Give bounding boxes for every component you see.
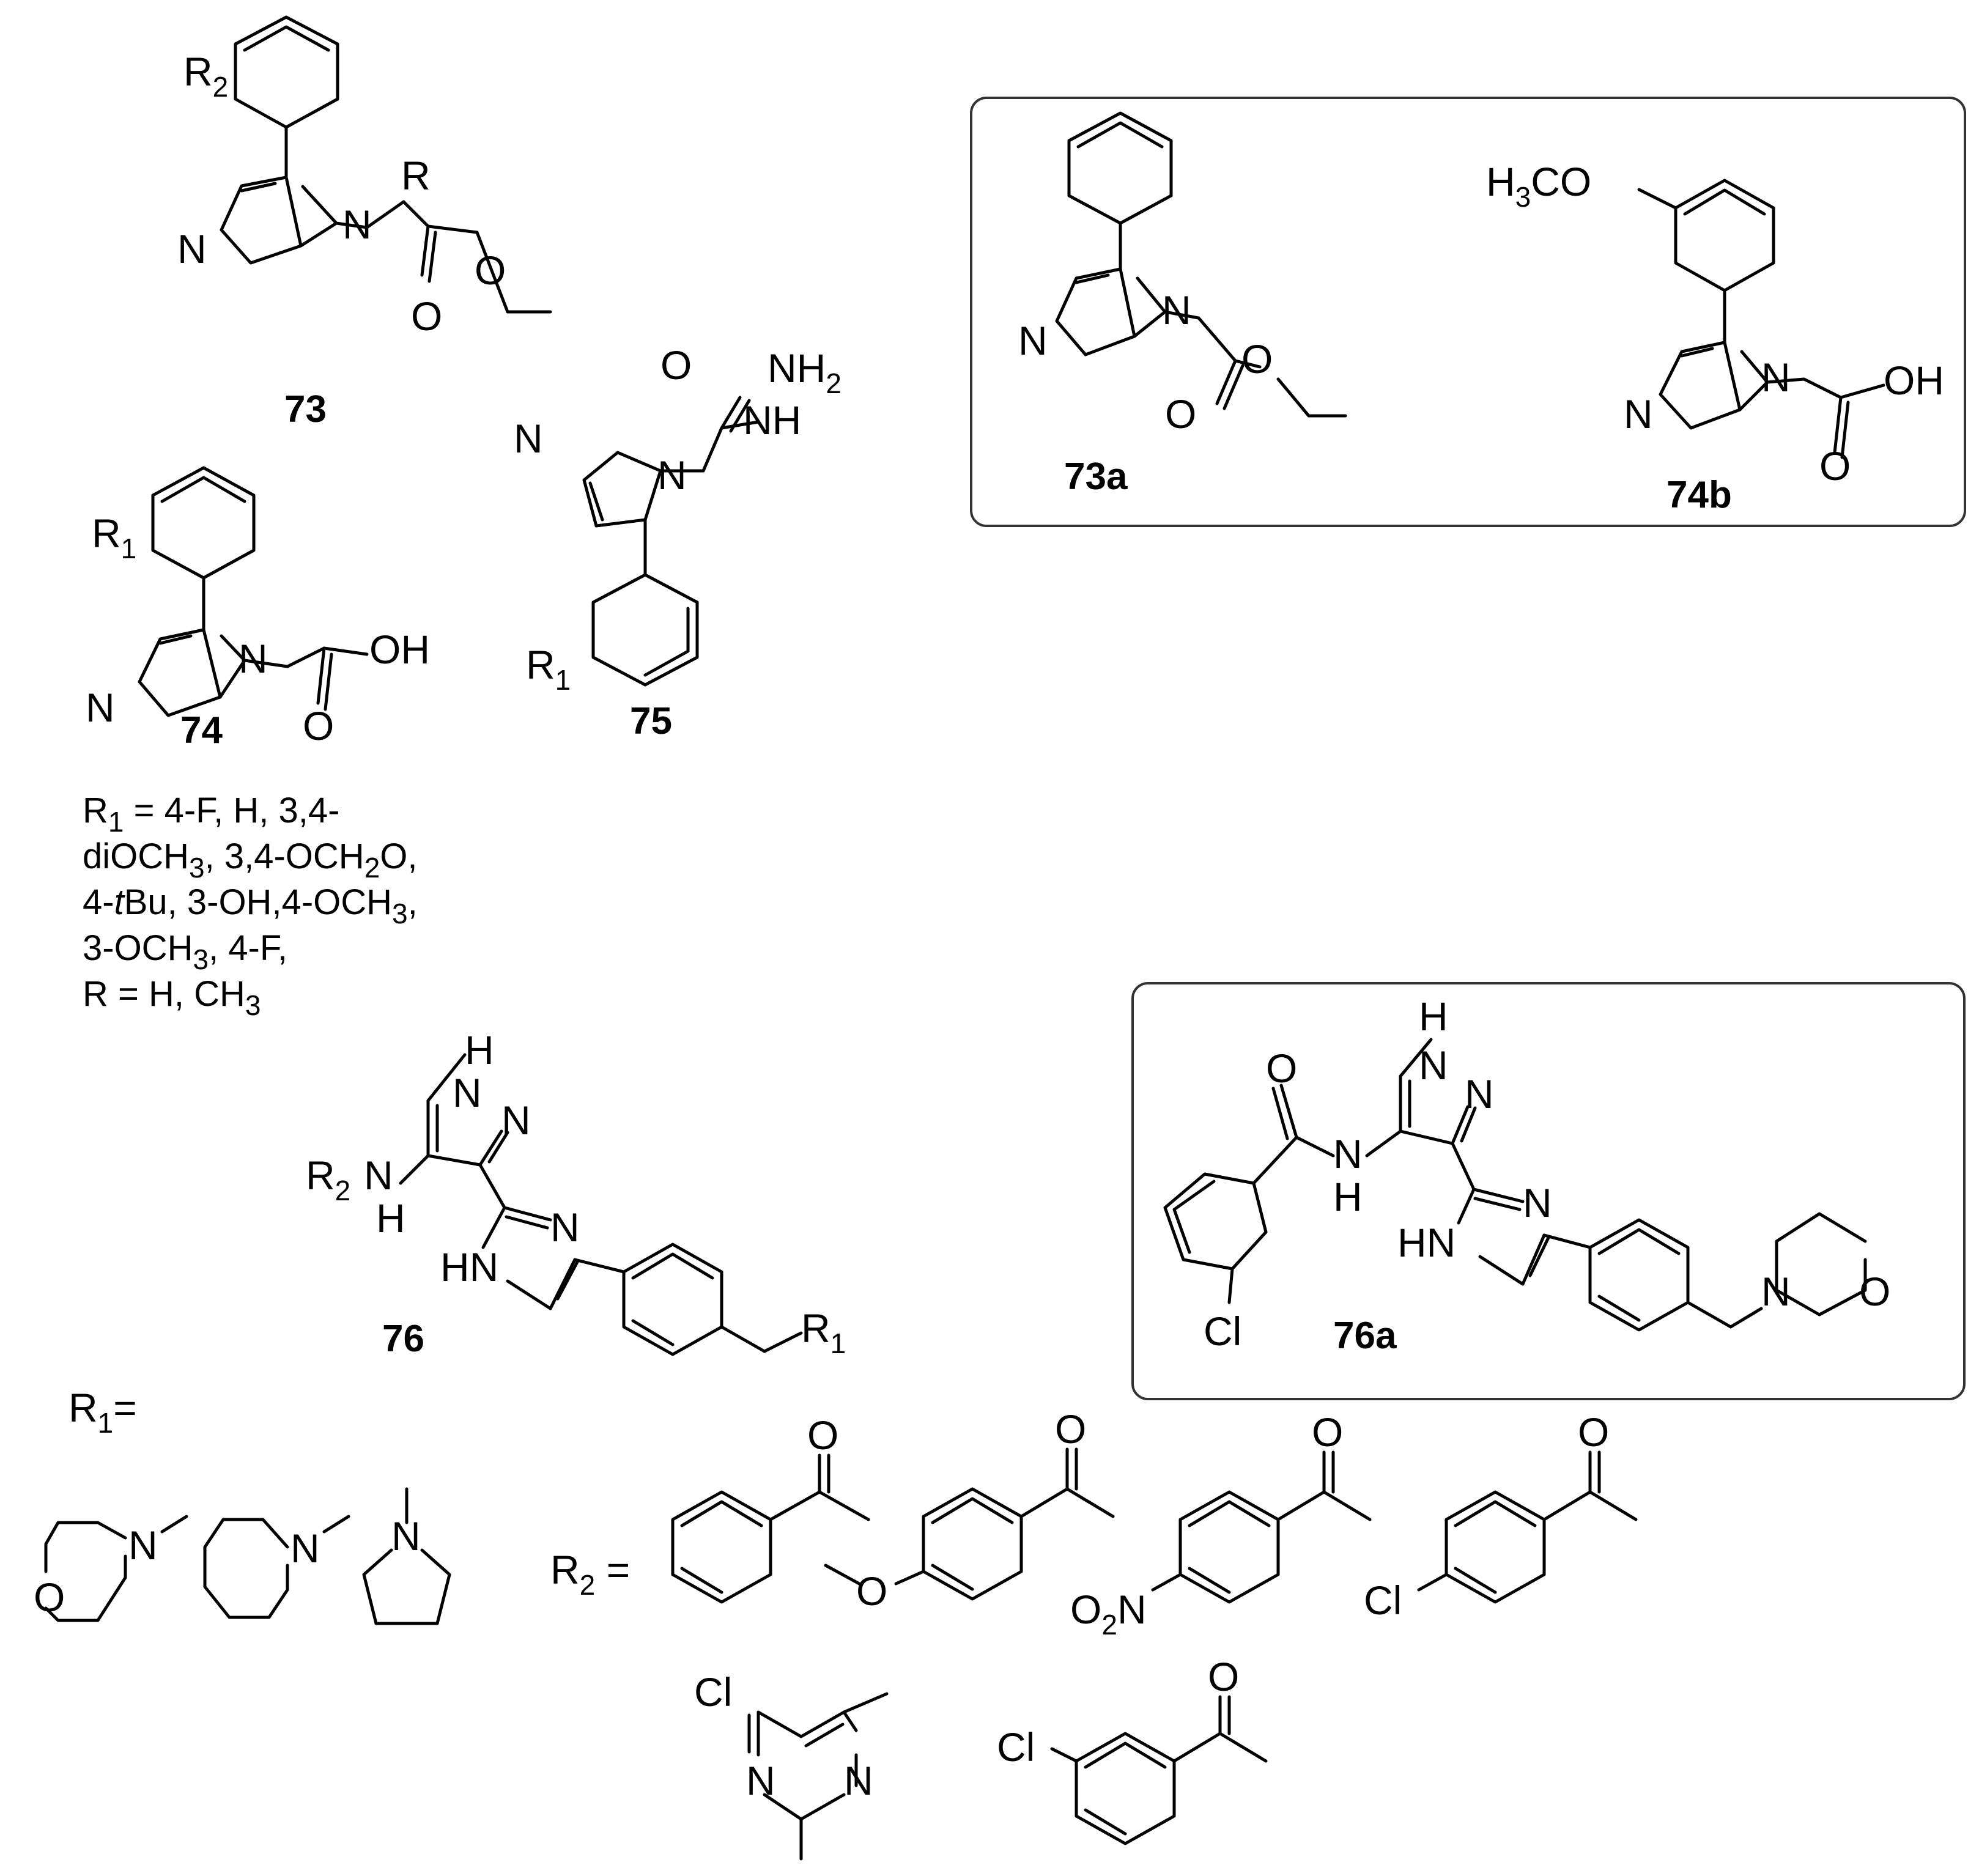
atom-n-73a-1: N — [1018, 318, 1048, 363]
atom-n-76a-2: N — [1465, 1071, 1494, 1117]
morpholine-substituent — [44, 1515, 188, 1622]
atom-o-75: O — [660, 342, 692, 388]
compound-label-74b: 74b — [1666, 474, 1732, 516]
highlight-box-73a-74b — [970, 97, 1966, 527]
compound-label-73: 73 — [284, 388, 327, 430]
atom-nh2-75: NH2 — [768, 345, 842, 399]
atom-o-meta-chlorobenzoyl: O — [1208, 1654, 1239, 1699]
atom-o-methoxy: O — [856, 1568, 887, 1614]
r-label-73: R — [401, 153, 431, 198]
r1-equals-label: R1= — [68, 1385, 137, 1439]
svg-text:R = H, CH3: R = H, CH3 — [83, 974, 261, 1021]
atom-o-methoxybenzoyl: O — [1055, 1406, 1086, 1452]
chlorobenzoyl-substituent — [1417, 1450, 1638, 1604]
atom-n-piperidine: N — [290, 1526, 320, 1571]
atom-o2n: O2N — [1070, 1587, 1147, 1641]
atom-n-75a: N — [657, 452, 687, 498]
svg-text:R1 = 4-F, H, 3,4-: R1 = 4-F, H, 3,4- — [83, 791, 339, 838]
atom-oh-74: OH — [369, 627, 430, 672]
compound-label-76a: 76a — [1333, 1315, 1397, 1357]
atom-o-benzoyl: O — [807, 1413, 838, 1458]
structure-76 — [399, 1053, 803, 1356]
r1-definition-text: R1 = 4-F, H, 3,4- diOCH3, 3,4-OCH2O, 4-t… — [83, 791, 418, 1021]
atom-o-74: O — [303, 703, 334, 748]
r1-label-76: R1 — [801, 1305, 846, 1359]
structure-74b — [1637, 179, 1885, 459]
atom-o-nitrobenzoyl: O — [1312, 1409, 1343, 1455]
atom-cl-76a: Cl — [1204, 1309, 1241, 1354]
atom-n-morpholine: N — [128, 1523, 158, 1568]
atom-o-73b: O — [411, 294, 442, 339]
atom-hn-76a: HN — [1397, 1220, 1456, 1265]
atom-n-74b: N — [239, 636, 268, 681]
atom-n-76b: N — [501, 1098, 531, 1143]
atom-o-73a-2: O — [1165, 391, 1196, 437]
atom-h-76a-amide: H — [1333, 1174, 1363, 1219]
r1-label-75: R1 — [526, 642, 571, 696]
atom-nh-75: NH — [743, 397, 801, 443]
piperidine-substituent — [203, 1515, 350, 1619]
atom-n-pyrrolidine: N — [391, 1513, 421, 1559]
atom-n-74b-2: N — [1761, 355, 1791, 400]
structure-76a — [1163, 1038, 1867, 1332]
svg-text:diOCH3, 3,4-OCH2O,: diOCH3, 3,4-OCH2O, — [83, 836, 418, 884]
atom-h-76: H — [465, 1027, 494, 1073]
atom-n-75b: N — [514, 416, 543, 461]
atom-h-76a: H — [1419, 994, 1448, 1039]
r2-label-73: R2 — [183, 49, 228, 103]
atom-n-76a: N — [453, 1070, 482, 1115]
atom-o-74b: O — [1819, 443, 1851, 489]
atom-n-73b: N — [342, 202, 372, 247]
r2-label-76: R2 — [306, 1153, 350, 1206]
compound-label-76: 76 — [382, 1318, 424, 1360]
atom-o-73a-1: O — [1241, 336, 1273, 382]
atom-n-76a-1: N — [1419, 1043, 1448, 1088]
compound-label-74: 74 — [180, 709, 223, 752]
atom-n-pyrimidine-2: N — [844, 1758, 873, 1803]
highlight-box-76a — [1131, 982, 1966, 1400]
svg-text:3-OCH3, 4-F,: 3-OCH3, 4-F, — [83, 928, 287, 975]
atom-n-74a: N — [86, 685, 115, 730]
atom-oh-74b: OH — [1884, 358, 1944, 403]
atom-hn-76: HN — [440, 1244, 498, 1290]
atom-o-73a: O — [475, 248, 506, 293]
atom-h3co-74b: H3CO — [1486, 159, 1591, 213]
atom-n-76c: N — [364, 1153, 393, 1198]
atom-cl-pyrimidine: Cl — [694, 1669, 732, 1715]
compound-label-73a: 73a — [1064, 456, 1128, 498]
meta-chlorobenzoyl-substituent — [1050, 1695, 1268, 1845]
atom-n-76a-3: N — [1523, 1180, 1552, 1225]
atom-n-74b-1: N — [1624, 391, 1653, 437]
atom-o-chlorobenzoyl: O — [1578, 1409, 1609, 1455]
r2-equals-label: R2 = — [550, 1547, 630, 1601]
chloropyrimidine-substituent — [747, 1692, 889, 1861]
atom-n-76d: N — [550, 1205, 580, 1250]
atom-o-76a-morph: O — [1859, 1269, 1890, 1314]
atom-o-76a-carbonyl: O — [1266, 1046, 1297, 1091]
atom-h-76b: H — [376, 1195, 405, 1241]
structure-73a — [1055, 111, 1347, 418]
atom-n-pyrimidine-1: N — [746, 1758, 775, 1803]
nitrobenzoyl-substituent — [1151, 1450, 1372, 1604]
atom-cl-chlorobenzoyl: Cl — [1364, 1578, 1402, 1623]
methoxybenzoyl-substituent — [824, 1447, 1115, 1601]
atom-n-76a-morph: N — [1761, 1269, 1791, 1314]
atom-n-73a: N — [177, 226, 207, 271]
structure-75 — [582, 396, 760, 687]
atom-cl-meta-chlorobenzoyl: Cl — [997, 1724, 1035, 1770]
svg-text:4-tBu, 3-OH,4-OCH3,: 4-tBu, 3-OH,4-OCH3, — [83, 882, 418, 929]
structure-74 — [138, 466, 369, 717]
benzoyl-substituent — [671, 1453, 870, 1604]
r1-label-74: R1 — [92, 511, 136, 564]
atom-o-morpholine: O — [34, 1575, 65, 1620]
compound-label-75: 75 — [630, 700, 672, 742]
atom-n-76a-amide: N — [1333, 1131, 1363, 1176]
atom-n-73a-2: N — [1162, 287, 1191, 333]
structure-73 — [220, 15, 552, 314]
pyrrolidine-substituent — [362, 1487, 451, 1625]
